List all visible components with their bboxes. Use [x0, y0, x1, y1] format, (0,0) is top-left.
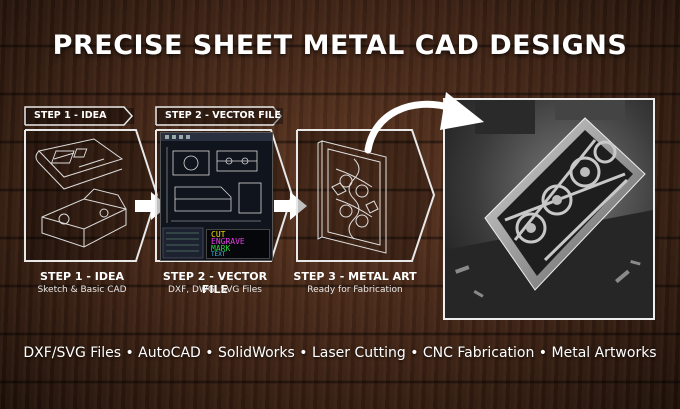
curved-arrow-icon — [364, 92, 484, 154]
finished-metal-panel-photo — [443, 98, 655, 320]
layer-mark: MARK — [211, 244, 231, 253]
arrow-right-icon — [274, 192, 307, 220]
footer-features: DXF/SVG Files • AutoCAD • SolidWorks • L… — [23, 345, 657, 361]
step3-caption: STEP 3 - METAL ART — [293, 270, 417, 283]
step2-subcaption: DXF, DWG, SVG Files — [168, 285, 262, 295]
layer-text: TEXT — [211, 251, 226, 258]
step2-tab-label: STEP 2 - VECTOR FILE — [165, 110, 281, 121]
layer-list: CUT ENGRAVE MARK TEXT — [206, 229, 270, 259]
step1-tab-frame — [24, 106, 134, 126]
step1-tab-label: STEP 1 - IDEA — [34, 110, 107, 121]
layer-engrave: ENGRAVE — [211, 237, 245, 246]
sketch-drawing — [35, 138, 127, 248]
step3-subcaption: Ready for Fabrication — [307, 285, 403, 295]
step1-tab: STEP 1 - IDEA — [26, 108, 134, 124]
cad-drawing — [161, 133, 272, 259]
page-title: PRECISE SHEET METAL CAD DESIGNS — [52, 30, 628, 61]
step1-subcaption: Sketch & Basic CAD — [37, 285, 127, 295]
step1-caption: STEP 1 - IDEA — [40, 270, 124, 283]
step2-tab: STEP 2 - VECTOR FILE — [157, 108, 283, 124]
arrow-right-icon — [135, 192, 168, 220]
step2-caption: STEP 2 - VECTOR FILE — [162, 270, 268, 296]
laser-cut-panel-image — [445, 100, 653, 318]
layer-cut: CUT — [211, 230, 226, 239]
step2-tab-frame — [155, 106, 283, 126]
metal-art-drawing — [317, 140, 387, 254]
step3-panel — [296, 129, 436, 262]
step1-panel — [24, 129, 158, 262]
